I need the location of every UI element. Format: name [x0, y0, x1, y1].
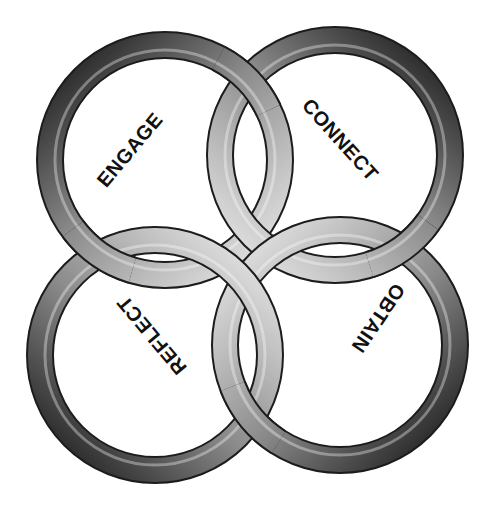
ring-band	[73, 229, 132, 270]
label-holder: REFLECT	[113, 292, 191, 379]
ring-crossing	[216, 58, 269, 112]
ring-crossing	[233, 385, 282, 443]
ring-word: REFLECT	[113, 292, 190, 378]
ring-band	[216, 63, 264, 113]
ring-band	[45, 245, 265, 465]
ring-band	[40, 240, 270, 470]
ring-word: ENGAGE	[93, 109, 166, 191]
label-holder: ENGAGE	[93, 109, 167, 191]
ring-band	[73, 229, 132, 270]
ring-band	[233, 386, 279, 442]
ring-crossing	[368, 219, 428, 264]
ring-node: REFLECT	[25, 225, 285, 485]
ring-band	[237, 385, 281, 438]
ring-band	[218, 58, 268, 110]
ring-band	[40, 240, 270, 470]
label-holder: OBTAIN	[347, 280, 408, 357]
ring-band	[218, 58, 268, 110]
ring-word: OBTAIN	[348, 280, 408, 356]
ring-band	[369, 222, 428, 264]
ring-crossing	[73, 226, 134, 270]
ring-node: CONNECT	[205, 25, 465, 285]
ring-shape	[205, 25, 465, 285]
ring-band	[369, 222, 428, 264]
ring-band	[368, 219, 424, 259]
ring-word: CONNECT	[299, 95, 382, 184]
ring-band	[77, 226, 134, 266]
label-holder: CONNECT	[298, 95, 382, 185]
ring-band	[233, 386, 279, 442]
